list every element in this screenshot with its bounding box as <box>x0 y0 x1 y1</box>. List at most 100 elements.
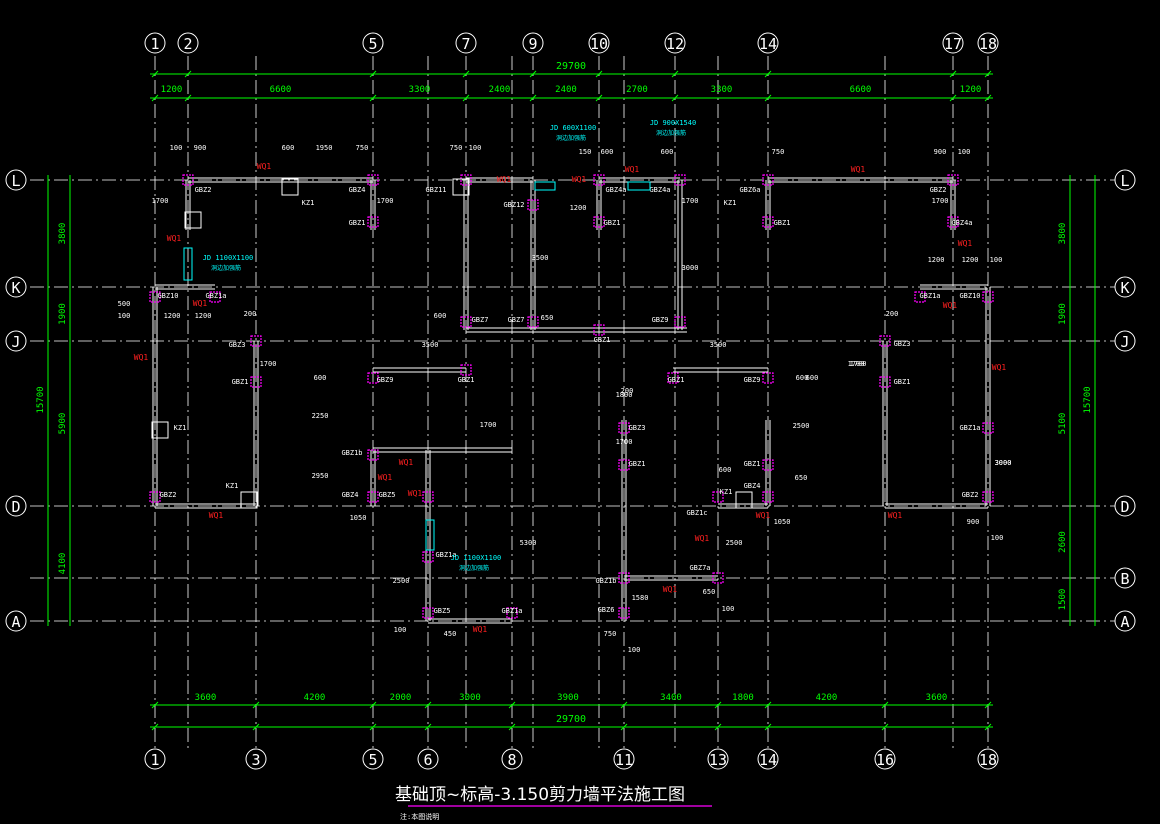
column-code-label: GBZ2 <box>930 186 947 194</box>
axis-bubble-left-circle <box>5 330 27 352</box>
boundary-column <box>618 572 630 584</box>
boundary-column <box>947 216 959 228</box>
boundary-column <box>593 216 605 228</box>
dim-span-bottom: 3400 <box>660 693 682 703</box>
axis-bubble-right-label: J <box>1120 333 1129 351</box>
axis-bubble-right-label: K <box>1120 279 1129 297</box>
local-dim-label: 200 <box>886 310 899 318</box>
axis-bubble-top-circle <box>144 32 166 54</box>
local-dim-label: 1700 <box>152 197 169 205</box>
frame-column-kz1 <box>240 491 258 509</box>
axis-bubble-top-label: 18 <box>979 35 997 53</box>
axis-bubble-bottom-circle <box>144 748 166 770</box>
axis-bubble-left-label: K <box>11 279 20 297</box>
column-code-label: GBZ1a <box>919 292 940 300</box>
wall-code-wq1: WQ1 <box>193 299 208 308</box>
wall-code-wq1: WQ1 <box>756 511 771 520</box>
dim-tick <box>151 70 159 78</box>
boundary-column <box>982 291 994 303</box>
dim-tick <box>184 94 192 102</box>
local-dim-label: 650 <box>541 314 554 322</box>
column-code-label: KZ1 <box>226 482 239 490</box>
local-dim-label: 1200 <box>164 312 181 320</box>
local-dim-label: 100 <box>170 144 183 152</box>
dim-tick <box>462 70 470 78</box>
wall-code-wq1: WQ1 <box>209 511 224 520</box>
local-dim-label: 1200 <box>195 312 212 320</box>
dim-span-left: 1900 <box>58 303 68 325</box>
wall-code-wq1: WQ1 <box>399 458 414 467</box>
boundary-column <box>527 199 539 211</box>
dim-span-right: 3800 <box>1058 223 1068 245</box>
boundary-column <box>712 572 724 584</box>
wall-code-wq1: WQ1 <box>257 162 272 171</box>
dim-tick <box>151 94 159 102</box>
dim-span-bottom: 1800 <box>732 693 754 703</box>
column-code-label: KZ1 <box>174 424 187 432</box>
dim-span-bottom: 3000 <box>459 693 481 703</box>
dim-tick <box>764 723 772 731</box>
axis-bubble-bottom-circle <box>501 748 523 770</box>
local-dim-label: 3000 <box>995 459 1012 467</box>
frame-column-kz1 <box>184 211 202 229</box>
boundary-column <box>879 335 891 347</box>
dim-tick <box>714 701 722 709</box>
axis-bubble-right-circle <box>1114 610 1136 632</box>
dim-span-right: 5100 <box>1058 413 1068 435</box>
column-code-label: GBZ1b <box>341 449 362 457</box>
axis-bubble-top-circle <box>977 32 999 54</box>
boundary-column <box>982 422 994 434</box>
local-dim-label: 900 <box>194 144 207 152</box>
dim-total-bottom: 29700 <box>556 714 586 725</box>
local-dim-label: 1700 <box>480 421 497 429</box>
boundary-column <box>947 174 959 186</box>
dim-span-top: 2400 <box>555 85 577 95</box>
boundary-column <box>712 491 724 503</box>
dim-tick <box>764 94 772 102</box>
dim-span-top: 2400 <box>489 85 511 95</box>
axis-bubble-right-circle <box>1114 495 1136 517</box>
boundary-column <box>762 459 774 471</box>
dim-span-right: 1500 <box>1058 589 1068 611</box>
axis-bubble-right-circle <box>1114 330 1136 352</box>
boundary-column <box>914 291 926 303</box>
boundary-column <box>618 607 630 619</box>
local-dim-label: 100 <box>991 534 1004 542</box>
boundary-column <box>527 316 539 328</box>
axis-bubble-top-label: 12 <box>666 35 684 53</box>
dim-tick <box>984 70 992 78</box>
column-code-label: GBZ10 <box>959 292 980 300</box>
local-dim-label: 100 <box>118 312 131 320</box>
dim-span-left: 4100 <box>58 553 68 575</box>
axis-bubble-left-circle <box>5 610 27 632</box>
wall-code-wq1: WQ1 <box>167 234 182 243</box>
dim-span-right: 1900 <box>1058 303 1068 325</box>
axis-bubble-right-circle <box>1114 276 1136 298</box>
boundary-column <box>506 607 518 619</box>
dim-tick <box>671 70 679 78</box>
local-dim-label: 600 <box>434 312 447 320</box>
axis-bubble-top-circle <box>588 32 610 54</box>
axis-bubble-left-label: A <box>11 613 20 631</box>
boundary-column <box>460 364 472 376</box>
dim-tick <box>424 701 432 709</box>
boundary-column <box>762 174 774 186</box>
column-code-label: GBZ9 <box>652 316 669 324</box>
wall-code-wq1: WQ1 <box>958 239 973 248</box>
column-code-label: GBZ2 <box>160 491 177 499</box>
dim-tick <box>620 723 628 731</box>
dim-tick <box>764 70 772 78</box>
local-dim-label: 2950 <box>312 472 329 480</box>
boundary-column <box>762 372 774 384</box>
local-dim-label: 3000 <box>682 264 699 272</box>
dim-tick <box>151 723 159 731</box>
dim-tick <box>184 70 192 78</box>
column-code-label: GBZ1 <box>668 376 685 384</box>
local-dim-label: 100 <box>394 626 407 634</box>
dim-span-bottom: 3900 <box>557 693 579 703</box>
dim-span-top: 3300 <box>409 85 431 95</box>
dim-span-right: 2600 <box>1058 531 1068 553</box>
axis-bubble-bottom-label: 11 <box>615 751 633 769</box>
boundary-column <box>182 174 194 186</box>
column-code-label: KZ1 <box>302 199 315 207</box>
